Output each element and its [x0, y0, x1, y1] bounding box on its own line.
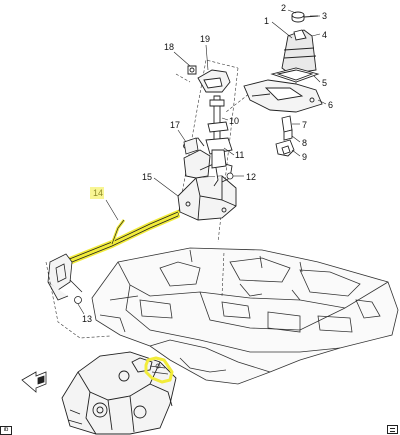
callout-19: 19: [200, 34, 210, 44]
shift-cables: [60, 210, 180, 268]
callout-2: 2: [281, 3, 286, 13]
callout-9: 9: [302, 152, 307, 162]
transmission-cable-end-highlight: [144, 356, 174, 384]
bracket-17: [183, 137, 199, 155]
callout-1: 1: [264, 16, 269, 26]
callout-8: 8: [302, 138, 307, 148]
shift-knob-base: [187, 65, 231, 93]
shift-lever: [205, 95, 233, 187]
callout-4: 4: [322, 30, 327, 40]
cable-bracket: [47, 253, 83, 304]
boot-retainer: [270, 67, 320, 83]
callout-5: 5: [322, 78, 327, 88]
callout-11: 11: [235, 150, 244, 160]
callout-15: 15: [142, 172, 152, 182]
callout-3: 3: [322, 11, 327, 21]
floor-pan: [91, 247, 399, 385]
callout-13: 13: [82, 314, 92, 324]
callout-14-highlight: [90, 187, 104, 199]
detent-components: [275, 115, 295, 157]
callout-18: 18: [164, 42, 174, 52]
legend-icon: [387, 425, 398, 434]
callout-17: 17: [170, 120, 180, 130]
figure-id-tag: ib: [0, 426, 12, 435]
shift-boot: [281, 29, 317, 75]
callout-12: 12: [246, 172, 256, 182]
leader-lines: [77, 9, 327, 315]
callout-6: 6: [328, 100, 333, 110]
knob-cap: [291, 11, 319, 23]
callout-10: 10: [229, 116, 239, 126]
front-direction-arrow-icon: [21, 371, 47, 393]
callout-7: 7: [302, 120, 307, 130]
callout-labels: 1 2 3 4 5 6 7 8 9 10 11 12 13 14 15 17 1…: [82, 3, 333, 324]
console-trim-plate: [243, 79, 323, 113]
